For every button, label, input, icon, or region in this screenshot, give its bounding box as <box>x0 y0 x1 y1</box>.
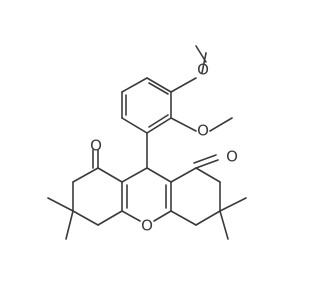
bond <box>97 167 123 183</box>
bond <box>146 167 172 183</box>
bond <box>47 197 74 212</box>
bond <box>146 117 172 134</box>
bond <box>148 82 169 95</box>
bond <box>65 210 74 240</box>
ketone-oxygen-left: O <box>90 137 102 155</box>
bond <box>146 77 172 93</box>
bond <box>195 167 221 183</box>
bond <box>121 210 141 222</box>
bond <box>121 167 148 183</box>
bond <box>170 210 197 226</box>
right-ring <box>170 154 247 240</box>
central-ring <box>121 132 172 222</box>
bond <box>72 167 99 183</box>
bond <box>195 159 219 169</box>
molecule-structure: O O O O O <box>47 45 247 240</box>
aryl-ring <box>121 77 172 134</box>
left-ring <box>47 149 123 240</box>
bond <box>219 197 247 212</box>
bond <box>195 210 221 226</box>
bond <box>97 210 123 226</box>
bond <box>170 117 197 132</box>
bond <box>170 77 197 93</box>
bond <box>219 210 229 240</box>
bond <box>170 167 197 183</box>
molecule-canvas: O O O O O <box>47 45 247 240</box>
bond <box>195 45 207 63</box>
bond <box>72 210 99 226</box>
bond <box>153 210 172 222</box>
ring-oxygen: O <box>141 217 153 235</box>
bond <box>148 114 169 128</box>
methoxy-oxygen-2: O <box>197 122 209 140</box>
bond <box>209 117 233 132</box>
ketone-oxygen-right: O <box>226 148 238 166</box>
methoxy-oxygen-3: O <box>197 61 209 79</box>
bond <box>193 154 217 164</box>
methoxy-groups <box>170 45 233 132</box>
bond <box>121 77 148 93</box>
bond <box>201 52 207 74</box>
bond <box>121 117 148 134</box>
